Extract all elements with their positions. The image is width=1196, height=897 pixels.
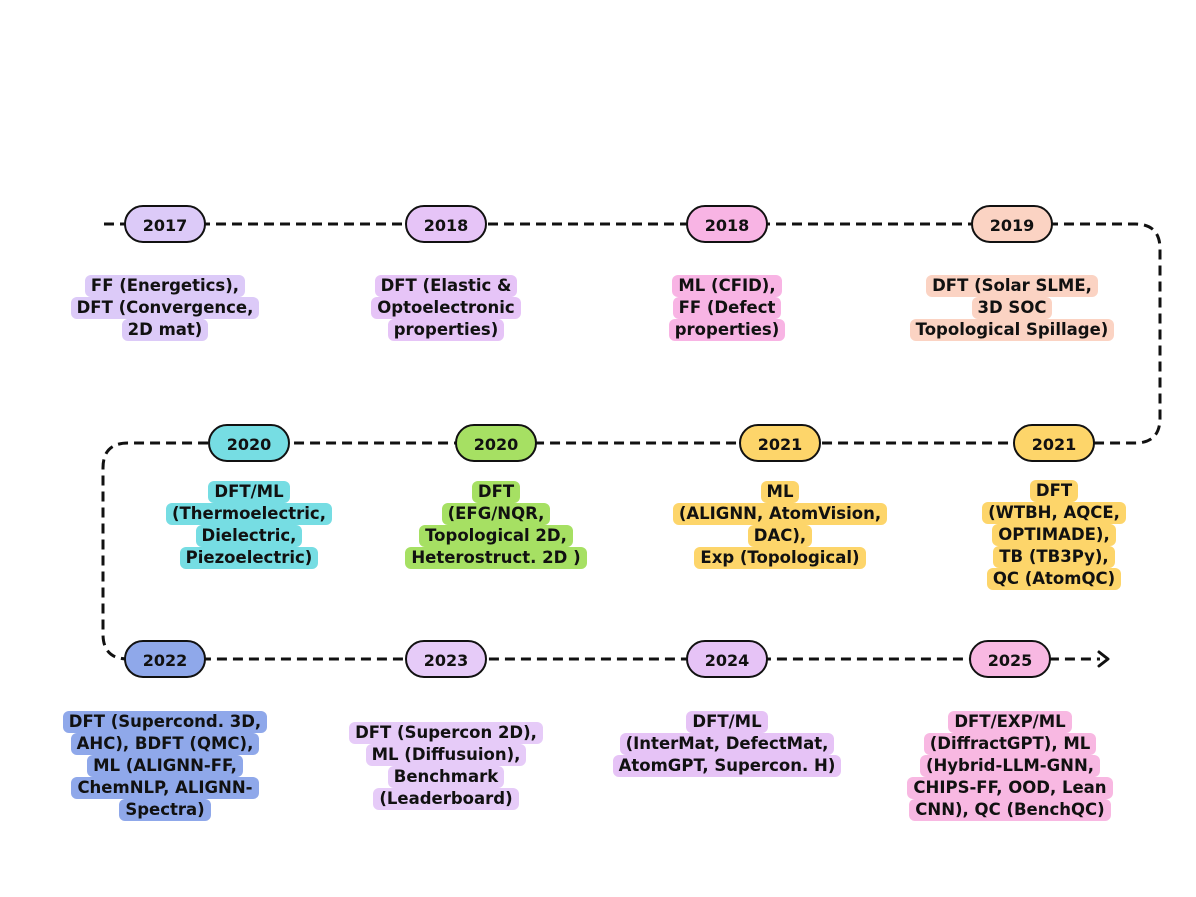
milestone-label-line: DFT (Elastic &	[374, 275, 518, 297]
milestone-label-line: FF (Defect	[672, 297, 782, 319]
milestone-label-line: Topological Spillage)	[909, 319, 1115, 341]
year-pill-2024: 2024	[686, 640, 768, 678]
milestone-label-line: 2D mat)	[121, 319, 209, 341]
milestone-label-line: DFT (Supercon 2D),	[349, 722, 543, 744]
milestone-label-line: DFT/ML	[208, 481, 290, 503]
milestone-label-line: Exp (Topological)	[694, 547, 866, 569]
milestone-label: DFT (Supercon 2D),ML (Diffusuion),Benchm…	[296, 722, 596, 810]
milestone-label: DFT/ML(InterMat, DefectMat,AtomGPT, Supe…	[577, 711, 877, 777]
milestone-label-line: Piezoelectric)	[179, 547, 319, 569]
milestone-label: DFT(EFG/NQR,Topological 2D,Heterostruct.…	[346, 481, 646, 569]
milestone-label-line: Benchmark	[387, 766, 505, 788]
milestone-label-line: CNN), QC (BenchQC)	[909, 799, 1111, 821]
milestone-label-line: (ALIGNN, AtomVision,	[672, 503, 888, 525]
milestone-label-line: (EFG/NQR,	[441, 503, 551, 525]
milestone-label-line: DFT (Convergence,	[70, 297, 260, 319]
milestone-label: DFT(WTBH, AQCE,OPTIMADE),TB (TB3Py),QC (…	[904, 480, 1196, 590]
milestone-label-line: DAC),	[747, 525, 813, 547]
year-pill-2018: 2018	[405, 205, 487, 243]
milestone-label-line: Optoelectronic	[371, 297, 521, 319]
milestone-label-line: ML (CFID),	[672, 275, 782, 297]
milestone-label: DFT/EXP/ML(DiffractGPT), ML(Hybrid-LLM-G…	[860, 711, 1160, 821]
milestone-label-line: ML (Diffusuion),	[365, 744, 527, 766]
milestone-label-line: AtomGPT, Supercon. H)	[612, 755, 842, 777]
milestone-label-line: DFT (Supercond. 3D,	[62, 711, 268, 733]
milestone-label-line: (Hybrid-LLM-GNN,	[919, 755, 1101, 777]
milestone-label: ML(ALIGNN, AtomVision,DAC),Exp (Topologi…	[630, 481, 930, 569]
milestone-label-line: Spectra)	[119, 799, 211, 821]
timeline-dashed-line	[101, 222, 1162, 661]
year-pill-2017: 2017	[124, 205, 206, 243]
milestone-label-line: properties)	[668, 319, 786, 341]
milestone-label-line: DFT (Solar SLME,	[926, 275, 1098, 297]
year-pill-2021: 2021	[739, 424, 821, 462]
milestone-label-line: ML	[760, 481, 800, 503]
year-pill-2025: 2025	[969, 640, 1051, 678]
year-pill-2018: 2018	[686, 205, 768, 243]
milestone-label-line: OPTIMADE),	[992, 524, 1116, 546]
milestone-label: FF (Energetics),DFT (Convergence,2D mat)	[15, 275, 315, 341]
year-pill-2021: 2021	[1013, 424, 1095, 462]
milestone-label-line: (Thermoelectric,	[166, 503, 332, 525]
year-pill-2019: 2019	[971, 205, 1053, 243]
milestone-label-line: DFT	[1029, 480, 1079, 502]
milestone-label-line: DFT	[471, 481, 521, 503]
milestone-label-line: 3D SOC	[971, 297, 1053, 319]
milestone-label-line: (DiffractGPT), ML	[923, 733, 1097, 755]
milestone-label-line: FF (Energetics),	[84, 275, 246, 297]
milestone-label-line: (Leaderboard)	[373, 788, 519, 810]
milestone-label-line: properties)	[387, 319, 505, 341]
milestone-label-line: Dielectric,	[195, 525, 303, 547]
milestone-label-line: Topological 2D,	[419, 525, 573, 547]
milestone-label-line: (InterMat, DefectMat,	[619, 733, 835, 755]
year-pill-2022: 2022	[124, 640, 206, 678]
milestone-label-line: ChemNLP, ALIGNN-	[71, 777, 259, 799]
milestone-label-line: Heterostruct. 2D )	[405, 547, 587, 569]
milestone-label: DFT/ML(Thermoelectric,Dielectric,Piezoel…	[99, 481, 399, 569]
milestone-label-line: QC (AtomQC)	[986, 568, 1122, 590]
milestone-label: DFT (Supercond. 3D,AHC), BDFT (QMC),ML (…	[15, 711, 315, 821]
milestone-label-line: DFT/EXP/ML	[948, 711, 1072, 733]
milestone-label-line: AHC), BDFT (QMC),	[70, 733, 260, 755]
milestone-label-line: TB (TB3Py),	[993, 546, 1115, 568]
milestone-label-line: (WTBH, AQCE,	[982, 502, 1126, 524]
milestone-label-line: ML (ALIGNN-FF,	[87, 755, 243, 777]
timeline-arrowhead	[1097, 650, 1110, 668]
milestone-label-line: DFT/ML	[686, 711, 768, 733]
year-pill-2020: 2020	[208, 424, 290, 462]
year-pill-2020: 2020	[455, 424, 537, 462]
year-pill-2023: 2023	[405, 640, 487, 678]
milestone-label-line: CHIPS-FF, OOD, Lean	[907, 777, 1113, 799]
